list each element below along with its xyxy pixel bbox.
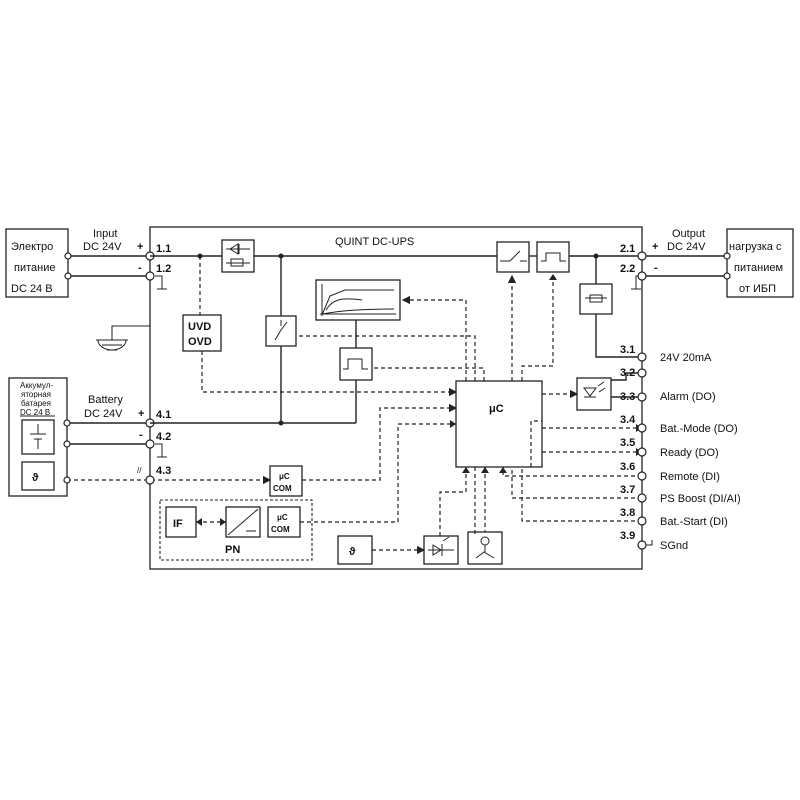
battery-label: Battery [88, 394, 123, 406]
if-label: IF [173, 518, 183, 530]
if-block [165, 506, 197, 538]
output-switch-block [496, 241, 530, 273]
terminal-1-2: 1.2 [156, 263, 171, 275]
battery-theta: ϑ [32, 472, 39, 484]
pn-com-label: COM [271, 525, 290, 534]
right-terminals: 2.1 2.2 3.1 3.2 3.3 3.4 3.5 3.6 3.7 3.8 … [620, 243, 647, 550]
battery-com-label: COM [273, 484, 292, 493]
signal-labels: 24V 20mA Alarm (DO) Bat.-Mode (DO) Ready… [660, 352, 741, 552]
terminal-1-1: 1.1 [156, 243, 171, 255]
pn-label: PN [225, 544, 240, 556]
terminal-3-7: 3.7 [620, 484, 635, 496]
battery-label-3: батарея [21, 399, 51, 408]
output-fuse-block [536, 241, 570, 273]
signal-ps-boost: PS Boost (DI/AI) [660, 493, 741, 505]
battery-label-2: яторная [21, 390, 51, 399]
load-label-1: нагрузка с [729, 241, 782, 253]
input-voltage: DC 24V [83, 241, 122, 253]
battery-minus: - [139, 429, 143, 441]
terminal-3-8: 3.8 [620, 507, 635, 519]
signal-sgnd: SGnd [660, 540, 688, 552]
terminal-3-4: 3.4 [620, 414, 636, 426]
battery-com-block [269, 465, 303, 497]
signal-remote: Remote (DI) [660, 471, 720, 483]
terminal-4-3: 4.3 [156, 465, 171, 477]
uvd-label: UVD [188, 321, 211, 333]
terminal-2-2: 2.2 [620, 263, 635, 275]
battery-label-1: Аккумул- [20, 381, 53, 390]
supply-label-2: питание [14, 262, 55, 274]
signal-bat-start: Bat.-Start (DI) [660, 516, 728, 528]
signal-24v: 24V 20mA [660, 352, 712, 364]
alarm-optocoupler-block [576, 377, 612, 411]
load-label-3: от ИБП [739, 283, 776, 295]
device-outline [149, 226, 643, 570]
terminal-3-5: 3.5 [620, 437, 635, 449]
terminal-3-6: 3.6 [620, 461, 635, 473]
microcontroller-label: μC [489, 403, 504, 415]
terminal-4-1: 4.1 [156, 409, 171, 421]
battery-plus: + [138, 408, 144, 420]
terminal-3-1: 3.1 [620, 344, 635, 356]
temperature-sensor-icon [21, 461, 55, 491]
load-device: нагрузка с питанием от ИБП [726, 228, 794, 298]
ovd-label: OVD [188, 336, 212, 348]
signal-alarm: Alarm (DO) [660, 391, 716, 403]
output-label: Output [672, 228, 705, 240]
signal-ready: Ready (DO) [660, 447, 719, 459]
output-plus: + [652, 241, 658, 253]
pn-module-outline [159, 499, 313, 561]
pn-com-mc: μC [277, 513, 288, 522]
output-minus: - [654, 262, 658, 274]
device-title: QUINT DC-UPS [335, 236, 414, 248]
input-label: Input [93, 228, 117, 240]
load-label-2: питанием [734, 262, 783, 274]
battery-source: Аккумул- яторная батарея DC 24 В ϑ [8, 377, 68, 497]
terminal-3-3: 3.3 [620, 391, 635, 403]
supply-source: Электро питание DC 24 В [5, 228, 69, 298]
terminal-4-2: 4.2 [156, 431, 171, 443]
battery-voltage: DC 24V [84, 408, 123, 420]
battery-com-mc: μC [279, 472, 290, 481]
internal-temperature-sensor [337, 535, 373, 565]
battery-label-4: DC 24 В [20, 408, 50, 417]
supply-label-3: DC 24 В [11, 283, 53, 295]
signal-bat-mode: Bat.-Mode (DO) [660, 423, 738, 435]
terminal-3-9: 3.9 [620, 530, 635, 542]
terminal-3-2: 3.2 [620, 367, 635, 379]
input-plus: + [137, 241, 143, 253]
terminal-2-1: 2.1 [620, 243, 635, 255]
supply-label-1: Электро [11, 241, 53, 253]
battery-hash-mark: // [137, 466, 142, 475]
microcontroller-block [455, 380, 543, 468]
earth-ground-icon [96, 325, 150, 351]
signal-supply-protection [579, 283, 613, 315]
input-minus: - [138, 262, 142, 274]
battery-fuse-block [339, 347, 373, 381]
output-voltage: DC 24V [667, 241, 706, 253]
internal-theta: ϑ [349, 546, 356, 558]
